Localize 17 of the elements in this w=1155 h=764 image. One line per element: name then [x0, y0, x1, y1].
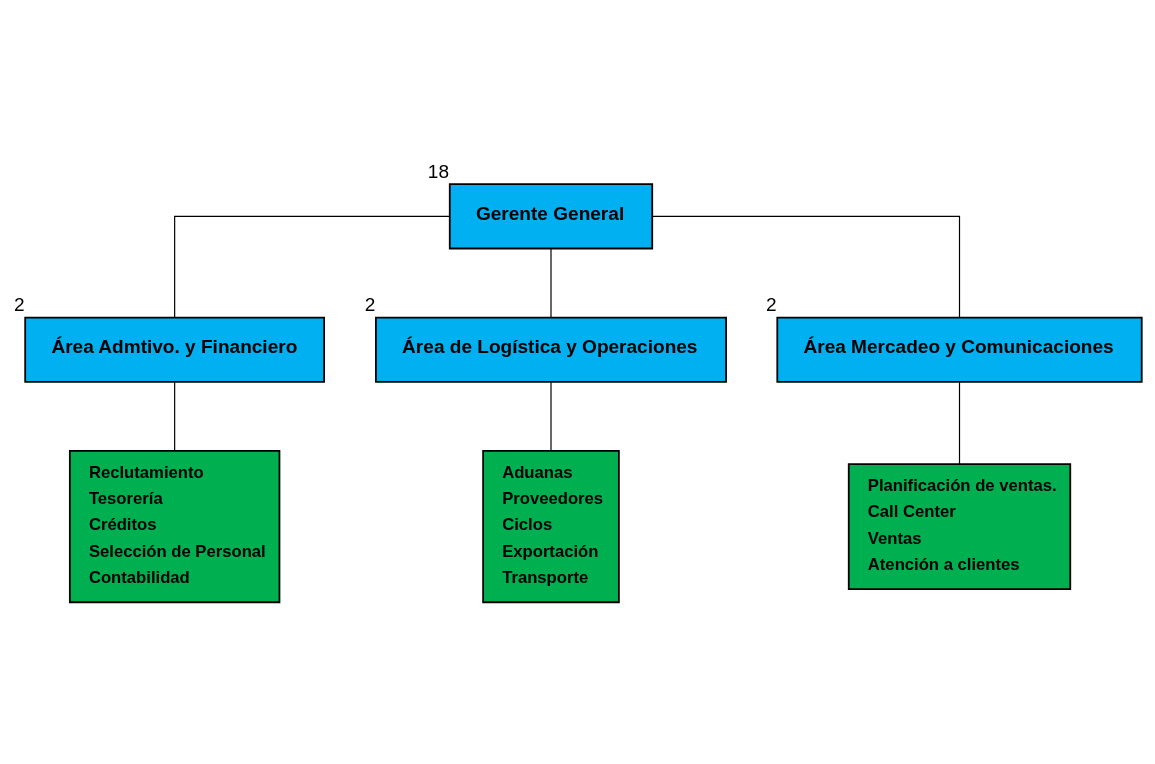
connector: [550, 381, 552, 451]
connector: [174, 381, 176, 451]
node-box: Área de Logística y Operaciones: [375, 316, 727, 383]
connector: [174, 215, 451, 318]
node-label: 2: [13, 293, 25, 315]
connector: [550, 247, 552, 318]
node-box: Aduanas Proveedores Ciclos Exportación Transporte: [482, 449, 620, 603]
node-box: Área Mercadeo y Comunicaciones: [776, 316, 1143, 383]
node-label: 2: [766, 293, 777, 315]
node-box: Área Admtivo. y Financiero: [24, 316, 325, 383]
node-box: Planificación de ventas. Call Center Ventas Atención a clientes: [847, 462, 1072, 590]
connector: [651, 215, 961, 318]
node-label: 2: [364, 293, 376, 315]
node-label: 18: [427, 160, 450, 182]
node-box: Gerente General: [448, 182, 654, 249]
connector: [958, 381, 961, 465]
node-box: Reclutamiento Tesorería Créditos Selección de Personal Contabilidad: [68, 449, 281, 603]
